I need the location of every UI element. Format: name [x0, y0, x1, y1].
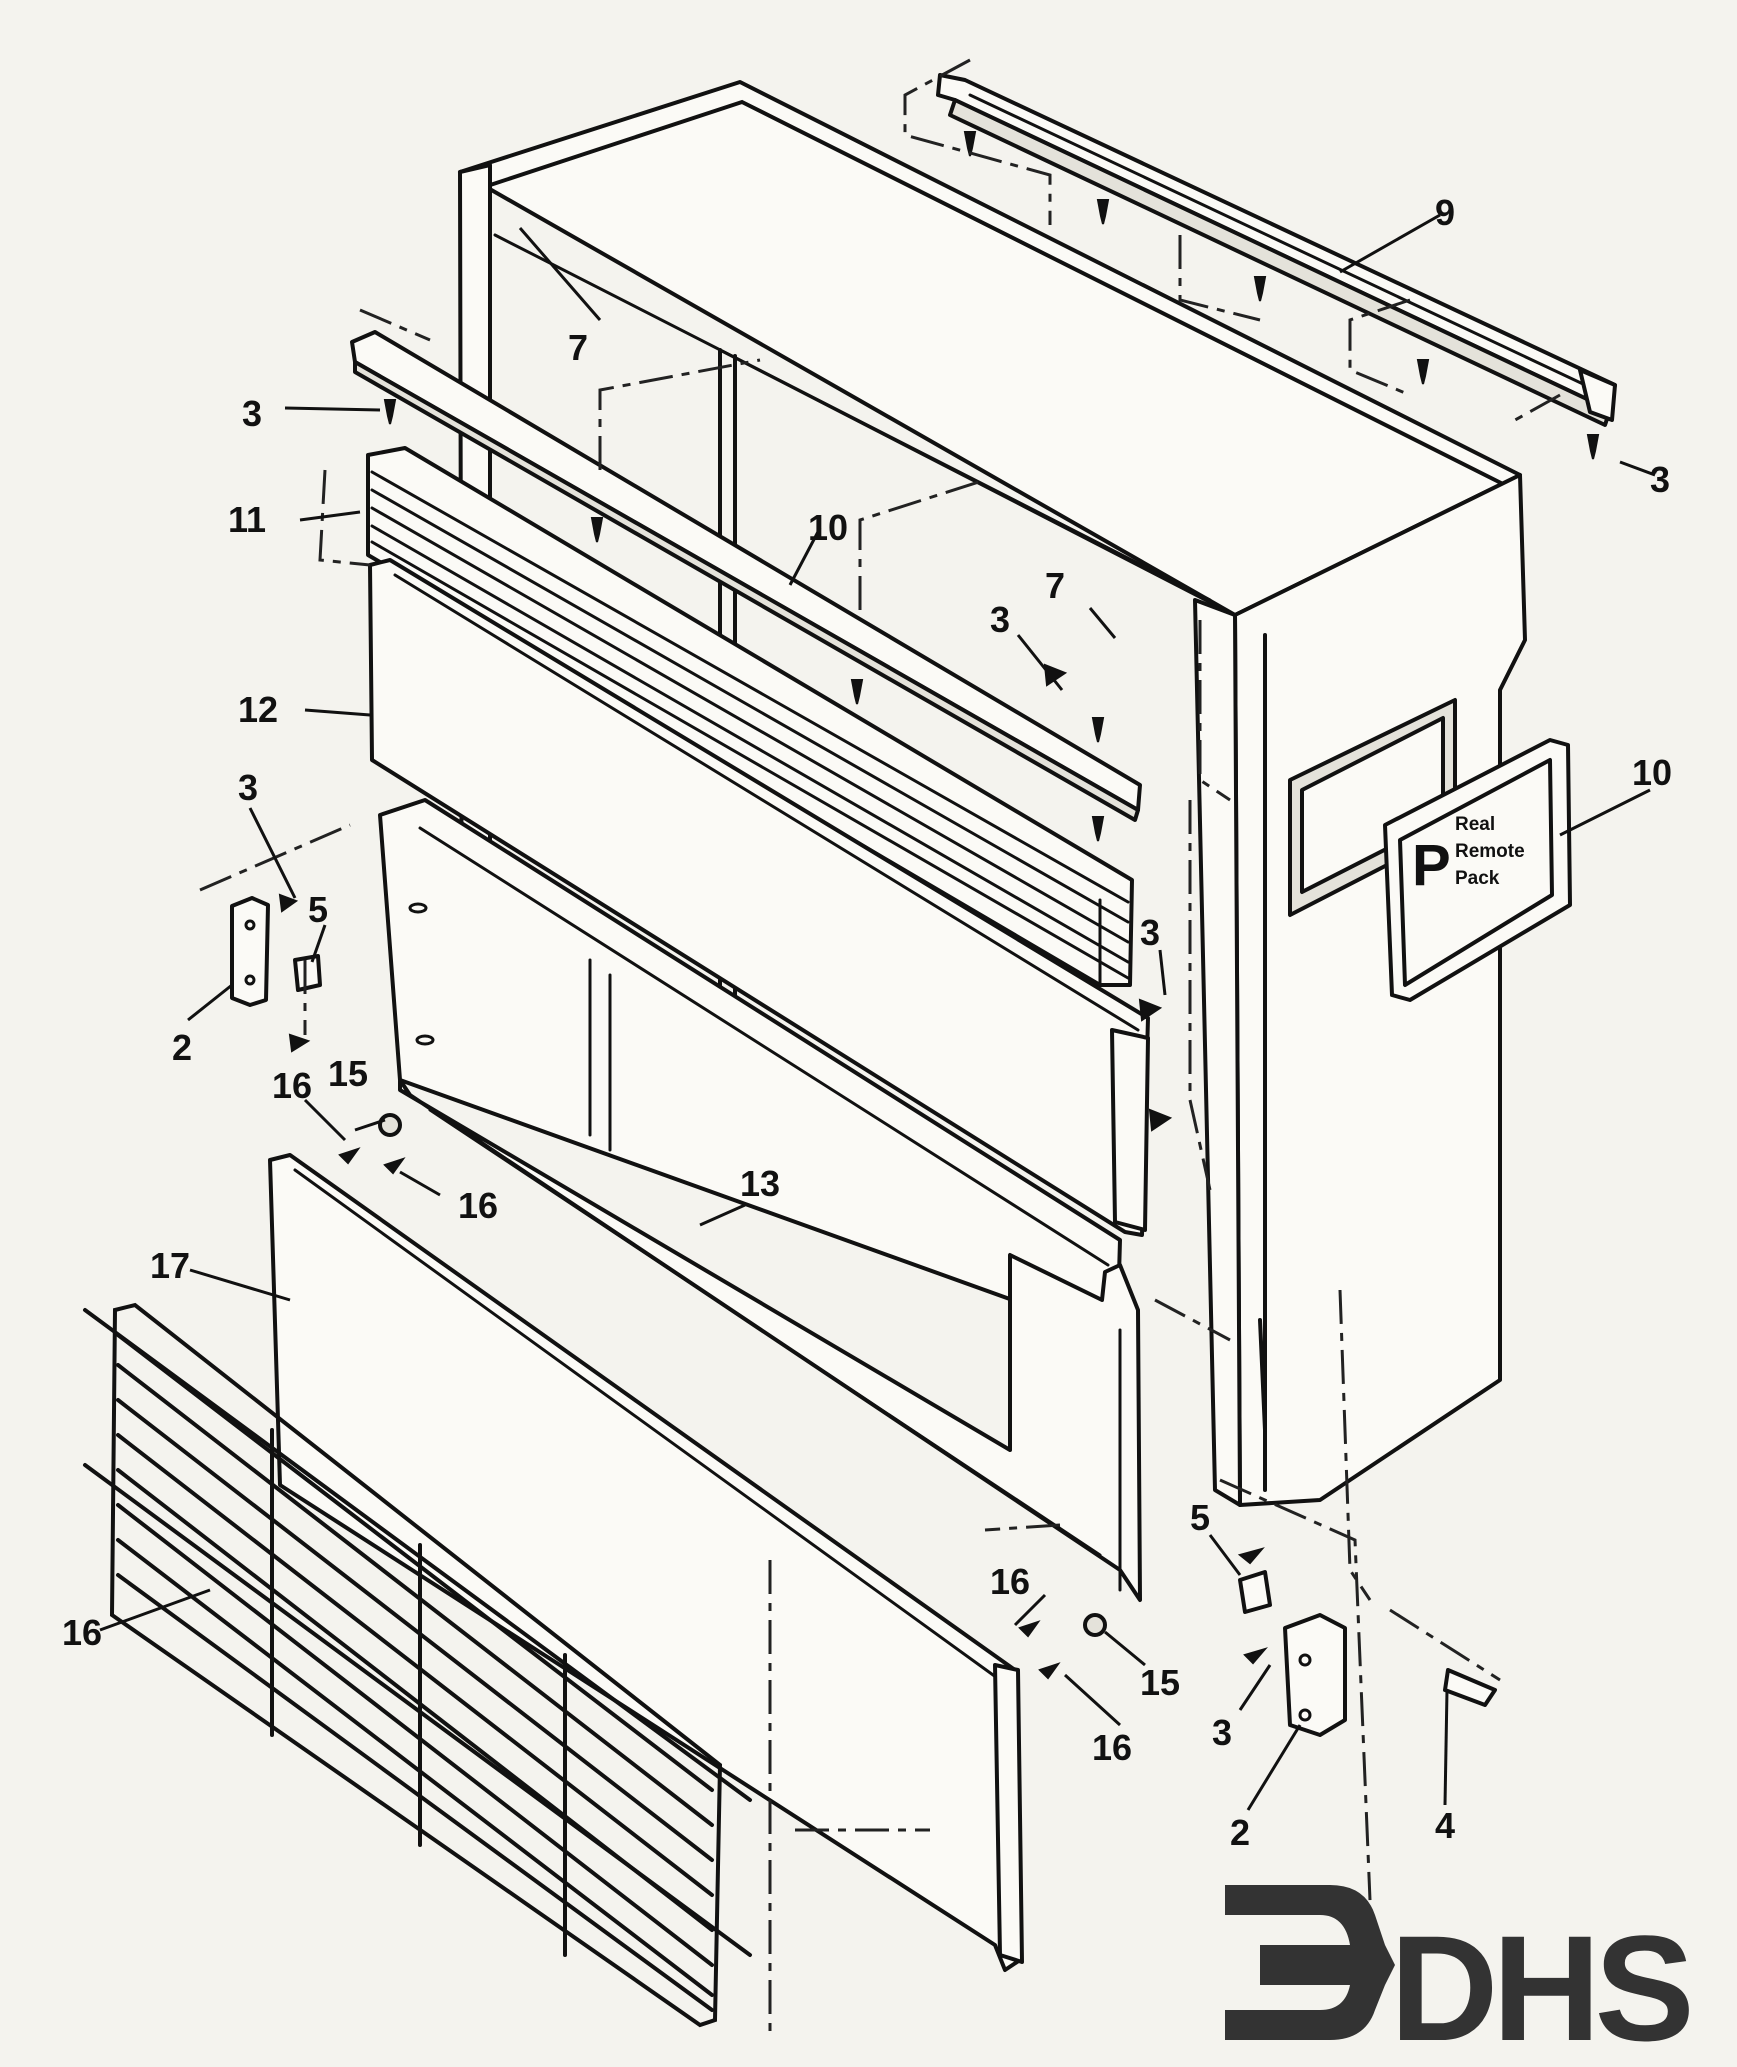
right-bracket: [1238, 1570, 1497, 1737]
upper-front-panel: [368, 558, 1150, 1237]
screw-icon: [1586, 434, 1600, 460]
callout-3-bottom: 3: [1212, 1712, 1232, 1753]
screw-icon: [1243, 1647, 1268, 1665]
callout-15-right-lower: 16: [1092, 1727, 1132, 1768]
screw-icon: [590, 517, 604, 543]
screw-icon: [1138, 998, 1163, 1022]
rear-mounting-rail: [936, 73, 1617, 427]
assembly-dash-lines: [199, 58, 1561, 2040]
callout-9: 10: [808, 507, 848, 548]
callout-16: 16: [62, 1612, 102, 1653]
badge-line-1: Real: [1455, 814, 1495, 835]
callout-4: 4: [1435, 1805, 1455, 1846]
callout-3-top-right: 3: [1650, 459, 1670, 500]
callout-7-right: 7: [1045, 565, 1065, 606]
lower-front-panel: [398, 1078, 1142, 1602]
badge-logo-mark: P: [1412, 833, 1451, 898]
callout-15-right-upper: 16: [990, 1561, 1030, 1602]
callout-10: 10: [1632, 752, 1672, 793]
callout-leaders: [99, 213, 1656, 1811]
screw-icon: [338, 1147, 361, 1165]
badge-line-2: Remote: [1455, 841, 1525, 862]
screw-icon: [1096, 199, 1110, 225]
front-top-bar: [350, 330, 1142, 822]
callout-14-left: 15: [328, 1053, 368, 1094]
screw-icon: [1148, 1108, 1173, 1132]
screw-icon: [288, 1033, 311, 1053]
screw-icon: [1018, 1620, 1041, 1638]
washer-icon: [1083, 1613, 1107, 1637]
screw-icon: [850, 679, 864, 705]
callout-labels: 7 9 3 3 11 10 12 7 3 10 3 5 2 3 16 15 16…: [62, 192, 1672, 1853]
callout-3-left: 3: [238, 767, 258, 808]
screw-icon: [1091, 816, 1105, 842]
callout-15-left-lower: 16: [458, 1185, 498, 1226]
bottom-panel: [268, 1153, 1024, 1972]
callout-12: 12: [238, 689, 278, 730]
left-bracket: [230, 896, 322, 1007]
screw-icon: [1043, 663, 1068, 687]
screw-icon: [383, 399, 397, 425]
callout-15-left-upper: 16: [272, 1065, 312, 1106]
callout-3-top-left: 3: [242, 393, 262, 434]
front-wire-guard: [83, 1302, 752, 2028]
badge-line-3: Pack: [1455, 868, 1500, 889]
screw-icon: [1253, 276, 1267, 302]
callout-2-left: 2: [172, 1027, 192, 1068]
callout-11: 11: [228, 499, 266, 540]
washer-icon: [378, 1113, 402, 1137]
remote-pack-badge: Real Remote Pack P: [1383, 738, 1572, 1002]
callout-7-top: 7: [568, 327, 588, 368]
callout-2-right: 2: [1230, 1812, 1250, 1853]
callout-5-right: 5: [1190, 1497, 1210, 1538]
callout-17: 17: [150, 1245, 190, 1286]
screw-icon: [383, 1157, 406, 1175]
dhs-logo-text: DHS: [1390, 1904, 1690, 2067]
callout-5-left: 5: [308, 889, 328, 930]
rear-rail-screws: [963, 131, 1600, 460]
screw-icon: [1416, 359, 1430, 385]
callout-13: 13: [740, 1163, 780, 1204]
callout-3-centre: 3: [990, 599, 1010, 640]
dhs-logo: DHS: [1225, 1885, 1696, 2067]
callout-3-right: 3: [1140, 912, 1160, 953]
dhs-logo-mark-icon: [1225, 1885, 1395, 2040]
callout-8: 9: [1435, 192, 1455, 233]
screw-icon: [1038, 1662, 1061, 1680]
callout-14-right: 15: [1140, 1662, 1180, 1703]
screw-icon: [278, 893, 299, 913]
louvre-grille: [366, 446, 1134, 987]
loose-screws: [278, 399, 1268, 1680]
screw-icon: [1091, 717, 1105, 743]
screw-icon: [1237, 1547, 1265, 1565]
